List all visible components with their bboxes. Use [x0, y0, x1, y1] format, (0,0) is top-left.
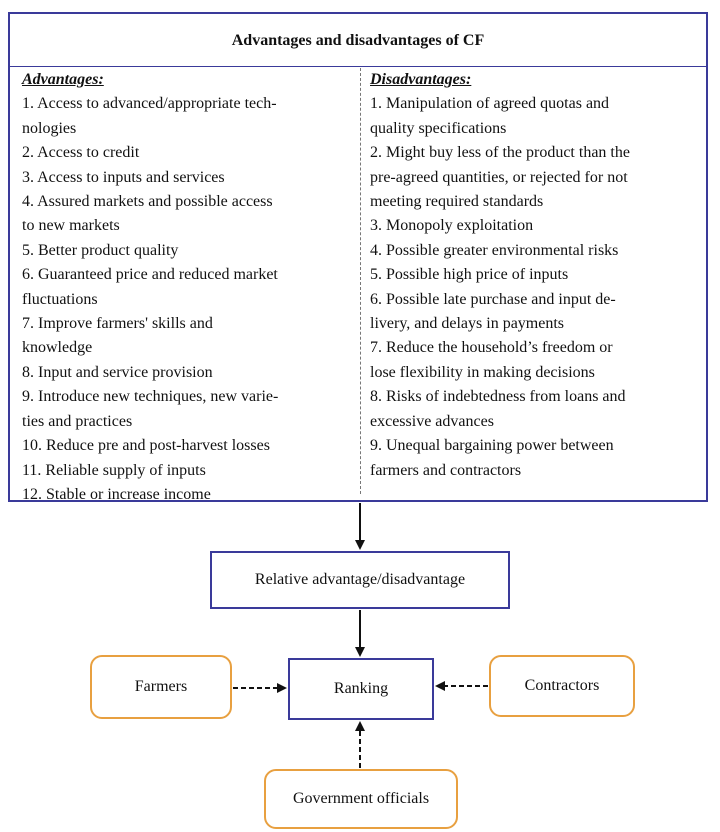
- disadvantage-line: 7. Reduce the household’s freedom or: [370, 339, 613, 357]
- advantage-line: 3. Access to inputs and services: [22, 168, 225, 186]
- disadvantage-line: 8. Risks of indebtedness from loans and: [370, 388, 626, 406]
- advantage-line: 10. Reduce pre and post-harvest losses: [22, 437, 270, 455]
- relative-advantage-label: Relative advantage/disadvantage: [254, 571, 466, 588]
- advantage-line: 9. Introduce new techniques, new varie-: [22, 388, 279, 406]
- advantage-line: 6. Guaranteed price and reduced market: [22, 266, 278, 284]
- government-officials-label: Government officials: [292, 790, 430, 807]
- disadvantage-line: quality specifications: [370, 119, 507, 137]
- disadvantages-column: Disadvantages: 1. Manipulation of agreed…: [370, 68, 700, 483]
- disadvantage-line: farmers and contractors: [370, 461, 522, 479]
- advantage-line: 7. Improve farmers' skills and: [22, 315, 213, 333]
- advantage-line: knowledge: [22, 339, 93, 357]
- cf-table-box: Advantages and disadvantages of CF Advan…: [8, 12, 708, 503]
- relative-advantage-box: Relative advantage/disadvantage: [210, 551, 510, 609]
- government-officials-box: Government officials: [264, 769, 458, 829]
- disadvantage-line: excessive advances: [370, 412, 494, 430]
- advantage-line: 2. Access to credit: [22, 144, 140, 162]
- disadvantage-line: 3. Monopoly exploitation: [370, 217, 534, 235]
- disadvantages-heading: Disadvantages:: [370, 71, 472, 88]
- disadvantage-line: pre-agreed quantities, or rejected for n…: [370, 168, 628, 186]
- ranking-box: Ranking: [288, 658, 434, 720]
- disadvantages-list: 1. Manipulation of agreed quotas and qual…: [370, 92, 700, 483]
- advantage-line: 5. Better product quality: [22, 241, 179, 259]
- advantage-line: to new markets: [22, 217, 120, 235]
- advantages-list: 1. Access to advanced/appropriate tech-n…: [22, 92, 352, 507]
- advantage-line: 8. Input and service provision: [22, 363, 213, 381]
- advantages-column: Advantages: 1. Access to advanced/approp…: [22, 68, 352, 507]
- advantage-line: fluctuations: [22, 290, 98, 308]
- advantage-line: nologies: [22, 119, 77, 137]
- table-title: Advantages and disadvantages of CF: [231, 32, 485, 49]
- ranking-label: Ranking: [333, 680, 389, 697]
- disadvantage-line: 2. Might buy less of the product than th…: [370, 144, 630, 162]
- disadvantage-line: 1. Manipulation of agreed quotas and: [370, 95, 610, 113]
- title-divider: [10, 66, 706, 67]
- advantage-line: 1. Access to advanced/appropriate tech-: [22, 95, 277, 113]
- column-divider: [360, 68, 361, 494]
- contractors-label: Contractors: [524, 677, 600, 694]
- disadvantage-line: 9. Unequal bargaining power between: [370, 437, 614, 455]
- disadvantage-line: 4. Possible greater environmental risks: [370, 241, 619, 259]
- farmers-box: Farmers: [90, 655, 232, 719]
- disadvantage-line: lose flexibility in making decisions: [370, 363, 595, 381]
- advantage-line: 12. Stable or increase income: [22, 485, 211, 503]
- advantages-heading: Advantages:: [22, 71, 104, 88]
- contractors-box: Contractors: [489, 655, 635, 717]
- disadvantage-line: 5. Possible high price of inputs: [370, 266, 569, 284]
- disadvantage-line: meeting required standards: [370, 193, 544, 211]
- farmers-label: Farmers: [134, 678, 188, 695]
- disadvantage-line: livery, and delays in payments: [370, 315, 565, 333]
- advantage-line: 11. Reliable supply of inputs: [22, 461, 206, 479]
- disadvantage-line: 6. Possible late purchase and input de-: [370, 290, 616, 308]
- advantage-line: 4. Assured markets and possible access: [22, 193, 273, 211]
- advantage-line: ties and practices: [22, 412, 133, 430]
